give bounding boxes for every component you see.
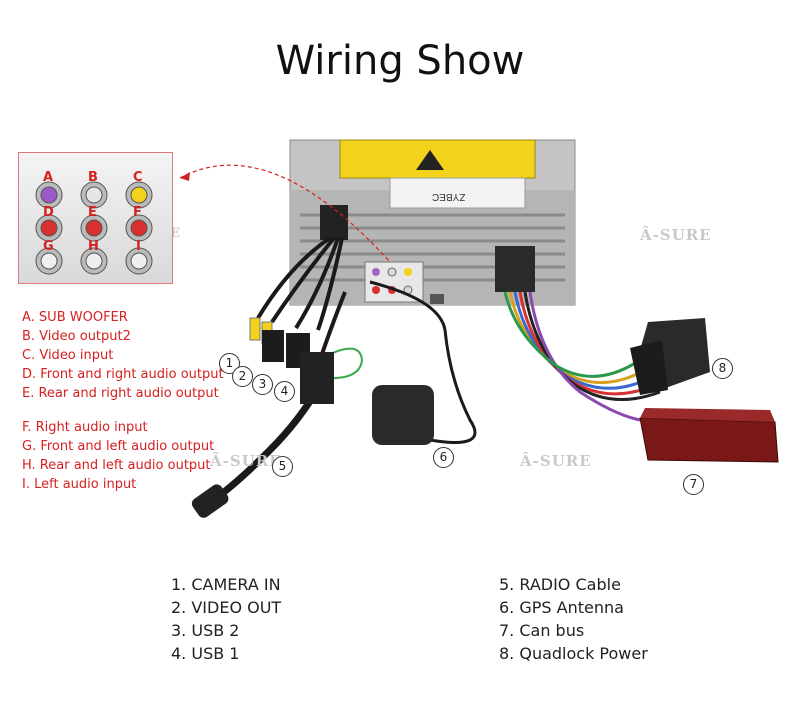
callout-3: 3 (252, 374, 273, 395)
pointer-arrow (179, 164, 391, 263)
jack-desc-e: E. Rear and right audio output (22, 386, 219, 401)
jack-letter-c: C (133, 170, 143, 185)
callout-2: 2 (232, 366, 253, 387)
jack-letter-h: H (88, 239, 99, 254)
gps-antenna (372, 385, 434, 445)
jack-desc-a: A. SUB WOOFER (22, 310, 128, 325)
jack-letter-b: B (88, 170, 98, 185)
jack-desc-h: H. Rear and left audio output (22, 458, 211, 473)
jack-letter-g: G (43, 239, 54, 254)
camera-video-usb-cables (256, 236, 344, 331)
watermark: Â-SURE (210, 452, 282, 470)
unit-label: ZYBEC (432, 191, 466, 202)
watermark: Â-SURE (520, 452, 592, 470)
jack-desc-f: F. Right audio input (22, 420, 148, 435)
legend-item: 2. VIDEO OUT (171, 598, 282, 617)
canbus-box (639, 417, 779, 463)
legend-item: 3. USB 2 (171, 621, 240, 640)
radio-cable-box (300, 352, 334, 404)
legend-item: 4. USB 1 (171, 644, 240, 663)
jack-letter-a: A (43, 170, 54, 185)
jack-letter-e: E (88, 205, 97, 220)
page-title: Wiring Show (275, 38, 525, 84)
jack-letter-i: I (136, 239, 141, 254)
legend-item: 8. Quadlock Power (499, 644, 648, 663)
jack-letter-f: F (133, 205, 142, 220)
callout-6: 6 (433, 447, 454, 468)
watermark: Â-SURE (640, 226, 712, 244)
jack-letter-d: D (43, 205, 54, 220)
callout-5: 5 (272, 456, 293, 477)
head-unit (289, 139, 576, 306)
jack-desc-i: I. Left audio input (22, 477, 137, 492)
legend-item: 7. Can bus (499, 621, 585, 640)
legend-item: 1. CAMERA IN (171, 575, 281, 594)
legend-item: 6. GPS Antenna (499, 598, 624, 617)
jack-desc-g: G. Front and left audio output (22, 439, 215, 454)
jack-desc-b: B. Video output2 (22, 329, 131, 344)
gps-cable (369, 280, 477, 444)
jack-desc-d: D. Front and right audio output (22, 367, 224, 382)
rca-jack-inset: A B C D E F G H I (18, 152, 173, 284)
rca-jacks (35, 181, 153, 275)
callout-8: 8 (712, 358, 733, 379)
radio-plug (191, 484, 229, 518)
jack-desc-c: C. Video input (22, 348, 114, 363)
callout-7: 7 (683, 474, 704, 495)
quadlock-harness (503, 291, 661, 422)
legend-item: 5. RADIO Cable (499, 575, 621, 594)
callout-4: 4 (274, 381, 295, 402)
